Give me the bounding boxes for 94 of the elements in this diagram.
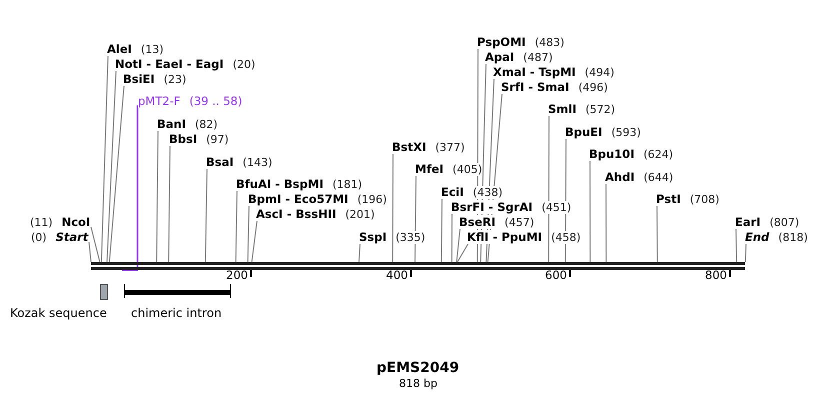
site-label: EciI — [441, 185, 464, 199]
feature-label: Kozak sequence — [10, 306, 107, 320]
tick-label: 400 — [386, 268, 408, 282]
tick-label: 800 — [705, 268, 727, 282]
position-label: (0) — [31, 231, 47, 244]
site-label: SmlI — [548, 102, 576, 116]
leader-line — [247, 206, 250, 262]
position-label: (572) — [586, 103, 616, 116]
position-label: (181) — [332, 178, 362, 191]
position-label: (82) — [195, 118, 218, 131]
site-label: End — [745, 230, 770, 244]
leader-line — [590, 160, 591, 262]
position-label: (201) — [345, 208, 375, 221]
position-label: (494) — [584, 66, 614, 79]
leader-line — [100, 56, 108, 262]
site-label: BsiEI — [123, 72, 155, 86]
leader-line — [414, 176, 416, 262]
position-label: (11) — [30, 216, 53, 229]
leader-line — [168, 146, 170, 262]
leader-line — [235, 190, 238, 262]
map-title: pEMS2049 — [376, 361, 460, 375]
site-label: PstI — [656, 192, 681, 206]
site-label: AscI - BssHII — [256, 207, 336, 221]
leader-line — [358, 244, 360, 262]
leader-line — [451, 214, 452, 262]
site-label: KflI - PpuMI — [467, 230, 542, 244]
sequence-length: 818 bp — [399, 377, 438, 391]
leader-line — [392, 154, 394, 262]
position-label: (23) — [164, 73, 186, 86]
leader-line — [440, 198, 442, 262]
leader-line — [90, 226, 100, 262]
tick-label: 200 — [226, 268, 248, 282]
leader-line — [251, 220, 258, 262]
position-label: (196) — [357, 193, 387, 206]
site-label: NotI - EaeI - EagI — [115, 57, 224, 71]
site-label: BseRI — [459, 215, 496, 229]
sequence-backbone — [91, 262, 745, 270]
leader-line — [606, 184, 607, 262]
site-label: BsrFI - SgrAI — [451, 200, 533, 214]
leader-line — [88, 242, 92, 262]
leader-line — [456, 228, 460, 262]
position-label: (143) — [242, 156, 272, 169]
position-label: (438) — [472, 186, 502, 199]
leader-line — [744, 244, 746, 262]
site-label: BfuAI - BspMI — [236, 177, 324, 191]
position-label: (593) — [611, 126, 641, 139]
site-label: SspI — [359, 230, 387, 244]
site-label: SrfI - SmaI — [501, 80, 570, 94]
site-label: BbsI — [169, 132, 198, 146]
leader-line — [456, 244, 468, 262]
position-label: (377) — [435, 141, 465, 154]
position-label: (496) — [578, 81, 608, 94]
site-label: Start — [56, 230, 88, 244]
position-label: (807) — [770, 216, 800, 229]
leader-line — [106, 70, 116, 262]
position-label: (624) — [643, 148, 674, 161]
leader-line — [136, 105, 139, 270]
site-label: MfeI — [415, 162, 444, 176]
position-label: (708) — [690, 193, 720, 206]
leader-line — [108, 86, 124, 262]
position-label: (457) — [504, 216, 534, 229]
position-label: (20) — [232, 58, 256, 71]
site-label: PspOMI — [477, 35, 526, 49]
site-label: BsaI — [206, 155, 234, 169]
leader-line — [656, 206, 658, 262]
position-label: (13) — [140, 43, 164, 56]
position-label: (483) — [534, 36, 564, 49]
site-label: EarI — [735, 215, 761, 229]
tick-label: 600 — [545, 268, 567, 282]
site-label: BstXI — [392, 140, 426, 154]
position-label: (451) — [542, 201, 572, 214]
leader-line — [204, 168, 208, 262]
site-label: XmaI - TspMI — [493, 65, 576, 79]
leader-line — [548, 116, 550, 262]
position-label: (39 .. 58) — [189, 94, 242, 108]
position-label: (644) — [644, 171, 674, 184]
feature-label: chimeric intron — [131, 306, 222, 320]
position-label: (97) — [206, 133, 229, 146]
site-label: Bpu10I — [589, 147, 634, 161]
site-label: AleI — [107, 42, 132, 56]
leader-line — [156, 130, 158, 262]
site-label: BpmI - Eco57MI — [248, 192, 348, 206]
site-label: ApaI — [485, 50, 514, 64]
site-label: AhdI — [605, 170, 635, 184]
leader-line — [736, 228, 738, 262]
position-label: (487) — [523, 51, 553, 64]
site-label: NcoI — [62, 215, 90, 229]
position-label: (818) — [778, 231, 808, 244]
site-label: BpuEI — [565, 125, 602, 139]
position-label: (335) — [396, 231, 426, 244]
primer-label: pMT2-F — [138, 94, 180, 108]
position-label: (458) — [551, 231, 581, 244]
position-label: (405) — [452, 163, 482, 176]
site-label: BanI — [157, 117, 186, 131]
